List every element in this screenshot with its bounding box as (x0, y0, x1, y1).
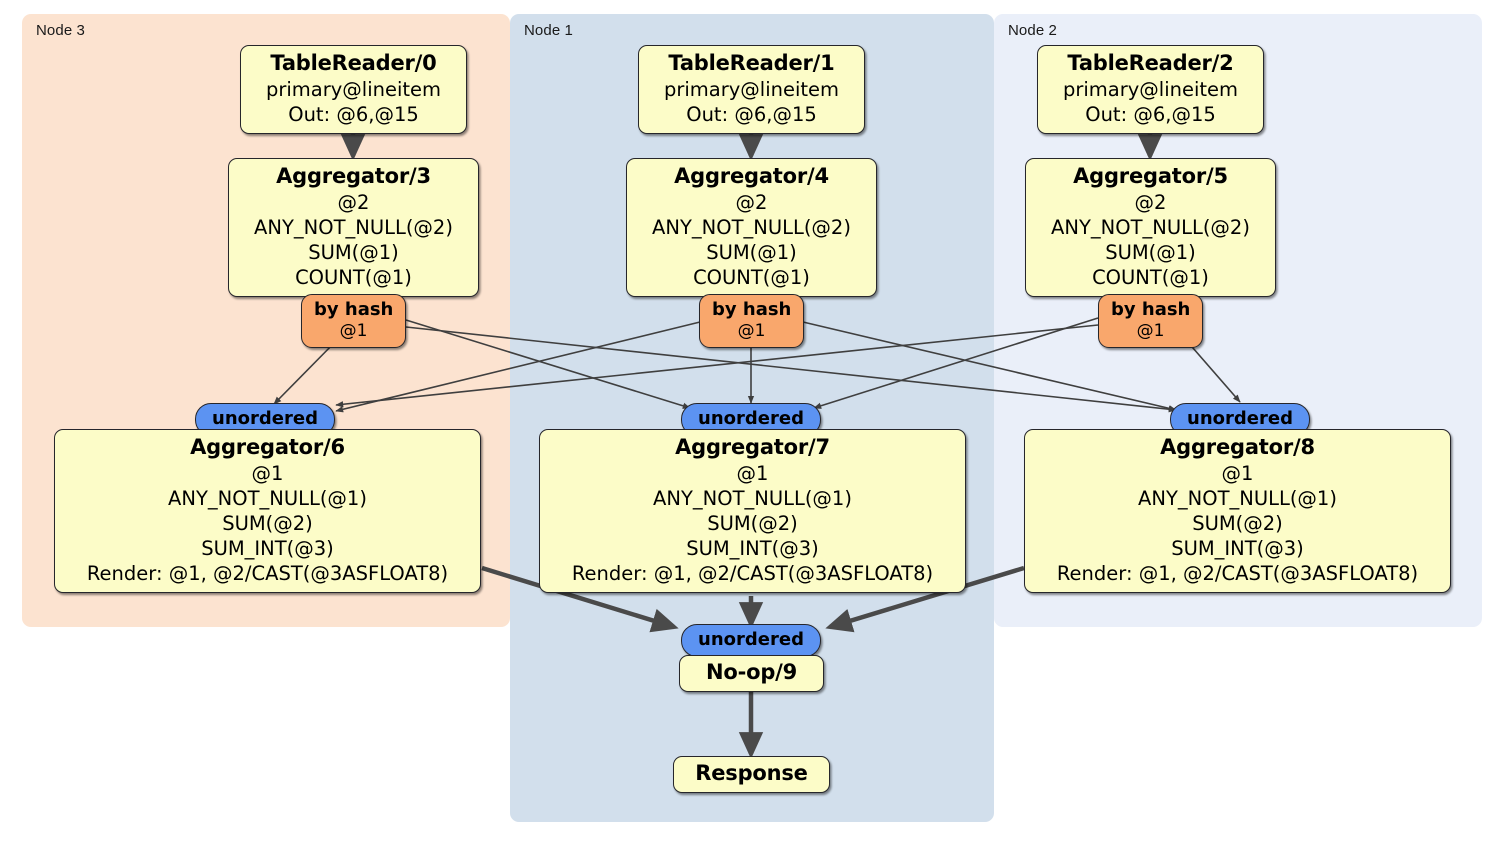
processor-noop9[interactable]: No-op/9 (679, 655, 824, 692)
processor-tablereader2[interactable]: TableReader/2 primary@lineitem Out: @6,@… (1037, 45, 1264, 134)
output-router-hash5-label: by hash (1111, 299, 1191, 320)
processor-aggregator7-line-3: SUM_INT(@3) (686, 537, 819, 560)
processor-aggregator3-line-0: @2 (337, 191, 370, 214)
processor-aggregator6-line-1: ANY_NOT_NULL(@1) (168, 487, 367, 510)
processor-tablereader2-line-1: Out: @6,@15 (1085, 103, 1216, 126)
processor-aggregator7-line-4: Render: @1, @2/CAST(@3ASFLOAT8) (571, 562, 934, 585)
processor-aggregator6-line-2: SUM(@2) (222, 512, 313, 535)
processor-aggregator3-line-1: ANY_NOT_NULL(@2) (254, 216, 453, 239)
processor-aggregator8-line-1: ANY_NOT_NULL(@1) (1138, 487, 1337, 510)
processor-aggregator8[interactable]: Aggregator/8 @1 ANY_NOT_NULL(@1) SUM(@2)… (1024, 429, 1451, 593)
processor-aggregator5-title: Aggregator/5 (1073, 164, 1228, 188)
processor-aggregator6-title: Aggregator/6 (190, 435, 345, 459)
processor-tablereader0[interactable]: TableReader/0 primary@lineitem Out: @6,@… (240, 45, 467, 134)
processor-aggregator8-line-3: SUM_INT(@3) (1171, 537, 1304, 560)
output-router-hash5-sublabel: @1 (1136, 321, 1165, 341)
node-panel-node2-label: Node 2 (1008, 22, 1057, 39)
output-router-hash3-label: by hash (314, 299, 394, 320)
output-router-hash3[interactable]: by hash @1 (301, 294, 406, 348)
processor-aggregator8-line-2: SUM(@2) (1192, 512, 1283, 535)
processor-aggregator7-line-0: @1 (736, 462, 769, 485)
processor-aggregator6-line-3: SUM_INT(@3) (201, 537, 334, 560)
processor-aggregator5-line-1: ANY_NOT_NULL(@2) (1051, 216, 1250, 239)
processor-aggregator4-line-1: ANY_NOT_NULL(@2) (652, 216, 851, 239)
processor-aggregator4[interactable]: Aggregator/4 @2 ANY_NOT_NULL(@2) SUM(@1)… (626, 158, 877, 297)
processor-aggregator3-title: Aggregator/3 (276, 164, 431, 188)
processor-tablereader1-title: TableReader/1 (668, 51, 835, 75)
input-sync-sync9[interactable]: unordered (681, 624, 821, 657)
node-panel-node3-label: Node 3 (36, 22, 85, 39)
processor-aggregator6-line-4: Render: @1, @2/CAST(@3ASFLOAT8) (86, 562, 449, 585)
processor-aggregator3-line-2: SUM(@1) (308, 241, 399, 264)
processor-aggregator7-line-2: SUM(@2) (707, 512, 798, 535)
processor-aggregator8-line-0: @1 (1221, 462, 1254, 485)
processor-aggregator4-line-2: SUM(@1) (706, 241, 797, 264)
output-router-hash4-sublabel: @1 (737, 321, 766, 341)
node-panel-node1-label: Node 1 (524, 22, 573, 39)
processor-aggregator5-line-2: SUM(@1) (1105, 241, 1196, 264)
processor-aggregator7-line-1: ANY_NOT_NULL(@1) (653, 487, 852, 510)
processor-tablereader1-line-0: primary@lineitem (663, 78, 840, 101)
processor-aggregator3-line-3: COUNT(@1) (295, 266, 412, 289)
processor-aggregator3[interactable]: Aggregator/3 @2 ANY_NOT_NULL(@2) SUM(@1)… (228, 158, 479, 297)
processor-aggregator4-line-0: @2 (735, 191, 768, 214)
processor-aggregator7[interactable]: Aggregator/7 @1 ANY_NOT_NULL(@1) SUM(@2)… (539, 429, 966, 593)
output-router-hash4-label: by hash (712, 299, 792, 320)
processor-tablereader0-line-0: primary@lineitem (265, 78, 442, 101)
processor-tablereader0-line-1: Out: @6,@15 (288, 103, 419, 126)
processor-tablereader2-line-0: primary@lineitem (1062, 78, 1239, 101)
processor-tablereader1-line-1: Out: @6,@15 (686, 103, 817, 126)
processor-tablereader1[interactable]: TableReader/1 primary@lineitem Out: @6,@… (638, 45, 865, 134)
output-router-hash4[interactable]: by hash @1 (699, 294, 804, 348)
output-router-hash3-sublabel: @1 (339, 321, 368, 341)
processor-aggregator4-line-3: COUNT(@1) (693, 266, 810, 289)
processor-aggregator8-title: Aggregator/8 (1160, 435, 1315, 459)
processor-aggregator6-line-0: @1 (251, 462, 284, 485)
processor-aggregator8-line-4: Render: @1, @2/CAST(@3ASFLOAT8) (1056, 562, 1419, 585)
processor-aggregator7-title: Aggregator/7 (675, 435, 830, 459)
processor-response[interactable]: Response (673, 756, 830, 793)
output-router-hash5[interactable]: by hash @1 (1098, 294, 1203, 348)
processor-aggregator5[interactable]: Aggregator/5 @2 ANY_NOT_NULL(@2) SUM(@1)… (1025, 158, 1276, 297)
processor-noop9-title: No-op/9 (705, 660, 798, 684)
processor-response-title: Response (695, 761, 808, 785)
processor-aggregator5-line-3: COUNT(@1) (1092, 266, 1209, 289)
processor-tablereader2-title: TableReader/2 (1067, 51, 1234, 75)
processor-aggregator6[interactable]: Aggregator/6 @1 ANY_NOT_NULL(@1) SUM(@2)… (54, 429, 481, 593)
processor-tablereader0-title: TableReader/0 (270, 51, 437, 75)
processor-aggregator5-line-0: @2 (1134, 191, 1167, 214)
processor-aggregator4-title: Aggregator/4 (674, 164, 829, 188)
